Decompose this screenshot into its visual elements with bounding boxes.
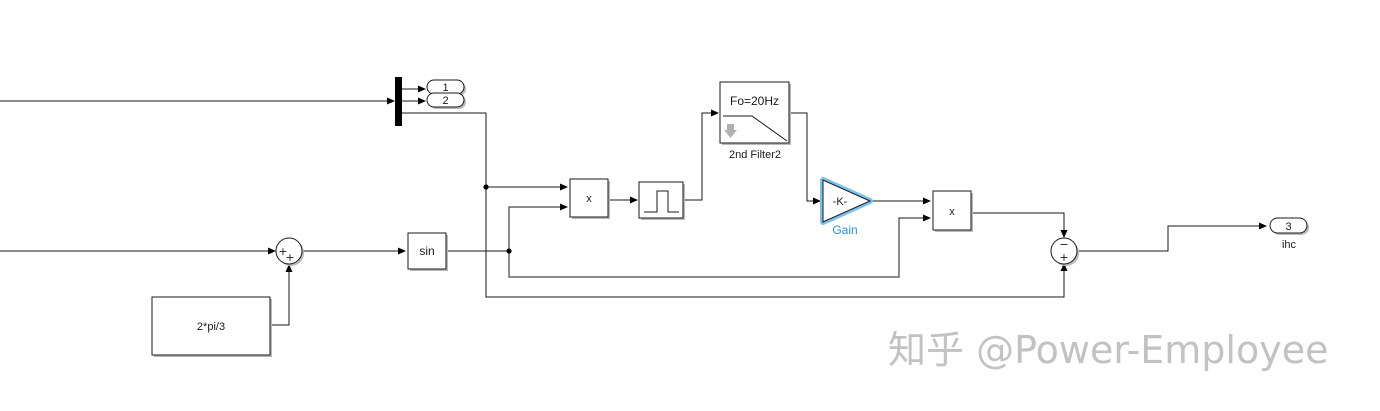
wire-sum2-to-out3 [1077,225,1263,252]
sin-text: sin [419,244,434,258]
junction-dot-1 [483,184,489,190]
outport-2[interactable]: 2 [426,92,466,109]
wire-sin-to-product1 [446,206,564,252]
outport-2-number: 2 [442,95,448,107]
sin-block[interactable]: sin [407,232,448,271]
step-waveform-icon [644,190,679,213]
sum1-sign-left: + [278,245,287,258]
wire-step-to-filter [684,112,715,201]
signal-wires [0,85,1267,326]
wire-product2-to-sum2 [971,212,1065,234]
filter-label: 2nd Filter2 [729,149,781,161]
sum-block-1[interactable]: + + [275,237,304,266]
constant-value: 2*pi/3 [197,321,225,333]
arrow-out2 [418,97,426,105]
wire-const-to-sum1 [270,268,290,326]
arrow-product2-bottom [923,214,931,222]
gain-value: -K- [833,196,848,208]
product-block-1[interactable]: x [569,178,610,219]
gain-label: Gain [832,223,857,237]
outport-1-number: 1 [442,82,448,94]
arrow-gain-in [813,197,821,205]
sum2-sign-top: − [1059,238,1068,251]
filter-text: Fo=20Hz [730,94,779,108]
product-2-symbol: x [949,206,955,218]
outport-3[interactable]: 3 [1269,217,1309,235]
arrow-product1-bottom [560,203,568,211]
demux-block[interactable] [395,77,402,126]
arrow-sum1-left [268,247,276,255]
constant-block[interactable]: 2*pi/3 [151,296,272,357]
product-1-symbol: x [586,193,592,205]
arrow-sum2-plus [1060,263,1068,271]
wire-demux-signal-branch [401,112,1065,298]
arrow-product2-top [923,197,931,205]
product-block-2[interactable]: x [932,190,973,232]
wire-filter-to-gain [790,112,817,202]
filter-block[interactable]: Fo=20Hz [719,81,791,145]
watermark-text: 知乎 @Power-Employee [888,328,1328,372]
arrow-sum2-minus [1060,230,1068,238]
arrow-product1-top [560,183,568,191]
gain-block[interactable]: -K- [820,177,873,225]
down-arrow-icon [724,124,737,138]
outport-3-label: ihc [1282,239,1297,251]
sum1-sign-bottom: + [285,251,294,264]
arrow-step-in [630,196,638,204]
sum-block-2[interactable]: − + [1050,237,1079,266]
outport-3-number: 3 [1285,221,1291,233]
relay-block[interactable] [638,181,685,220]
junction-dot-2 [506,248,512,254]
arrow-demux-in [387,97,395,105]
arrow-sin-in [398,247,406,255]
arrow-filter-in [711,109,719,117]
wire-sin-to-product2 [508,217,927,278]
arrow-sum1-bottom [285,264,293,272]
arrow-out1 [418,85,426,93]
lowpass-curve-icon [723,115,788,142]
arrow-out3 [1259,222,1267,230]
sum2-sign-bottom: + [1059,251,1068,264]
